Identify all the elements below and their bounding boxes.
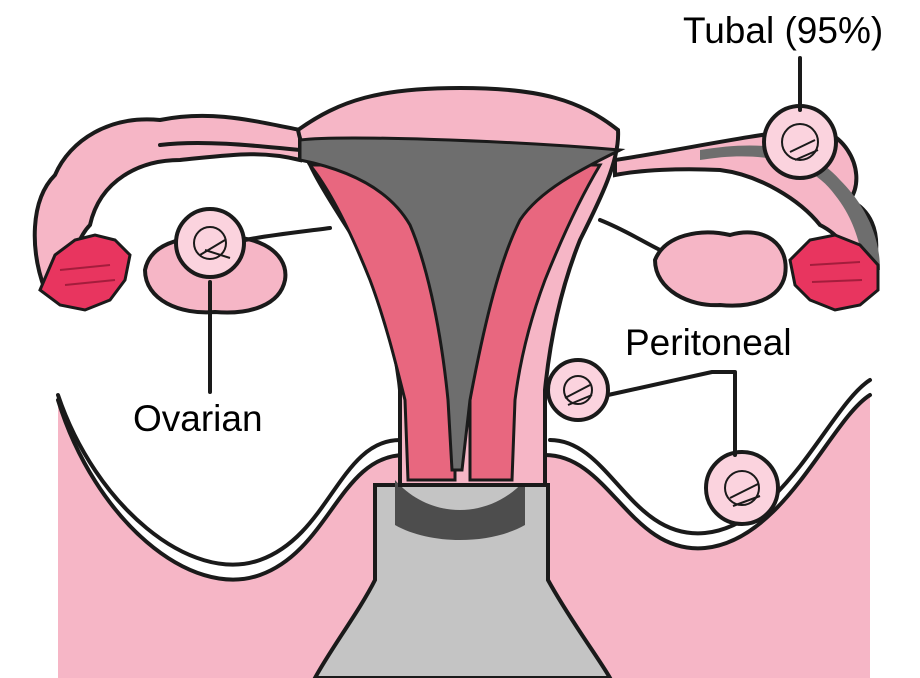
tubal-pregnancy-sac — [764, 106, 836, 178]
peritoneal-label: Peritoneal — [625, 322, 792, 363]
tubal-label: Tubal (95%) — [683, 10, 883, 51]
peritoneal-pregnancy-sac-upper — [548, 360, 608, 420]
ovarian-pregnancy-sac — [176, 209, 244, 277]
peritoneal-pregnancy-sac-lower — [706, 452, 778, 524]
peritoneal-leader-line — [608, 372, 735, 455]
right-ovary — [600, 220, 786, 306]
ovarian-label: Ovarian — [133, 398, 263, 439]
